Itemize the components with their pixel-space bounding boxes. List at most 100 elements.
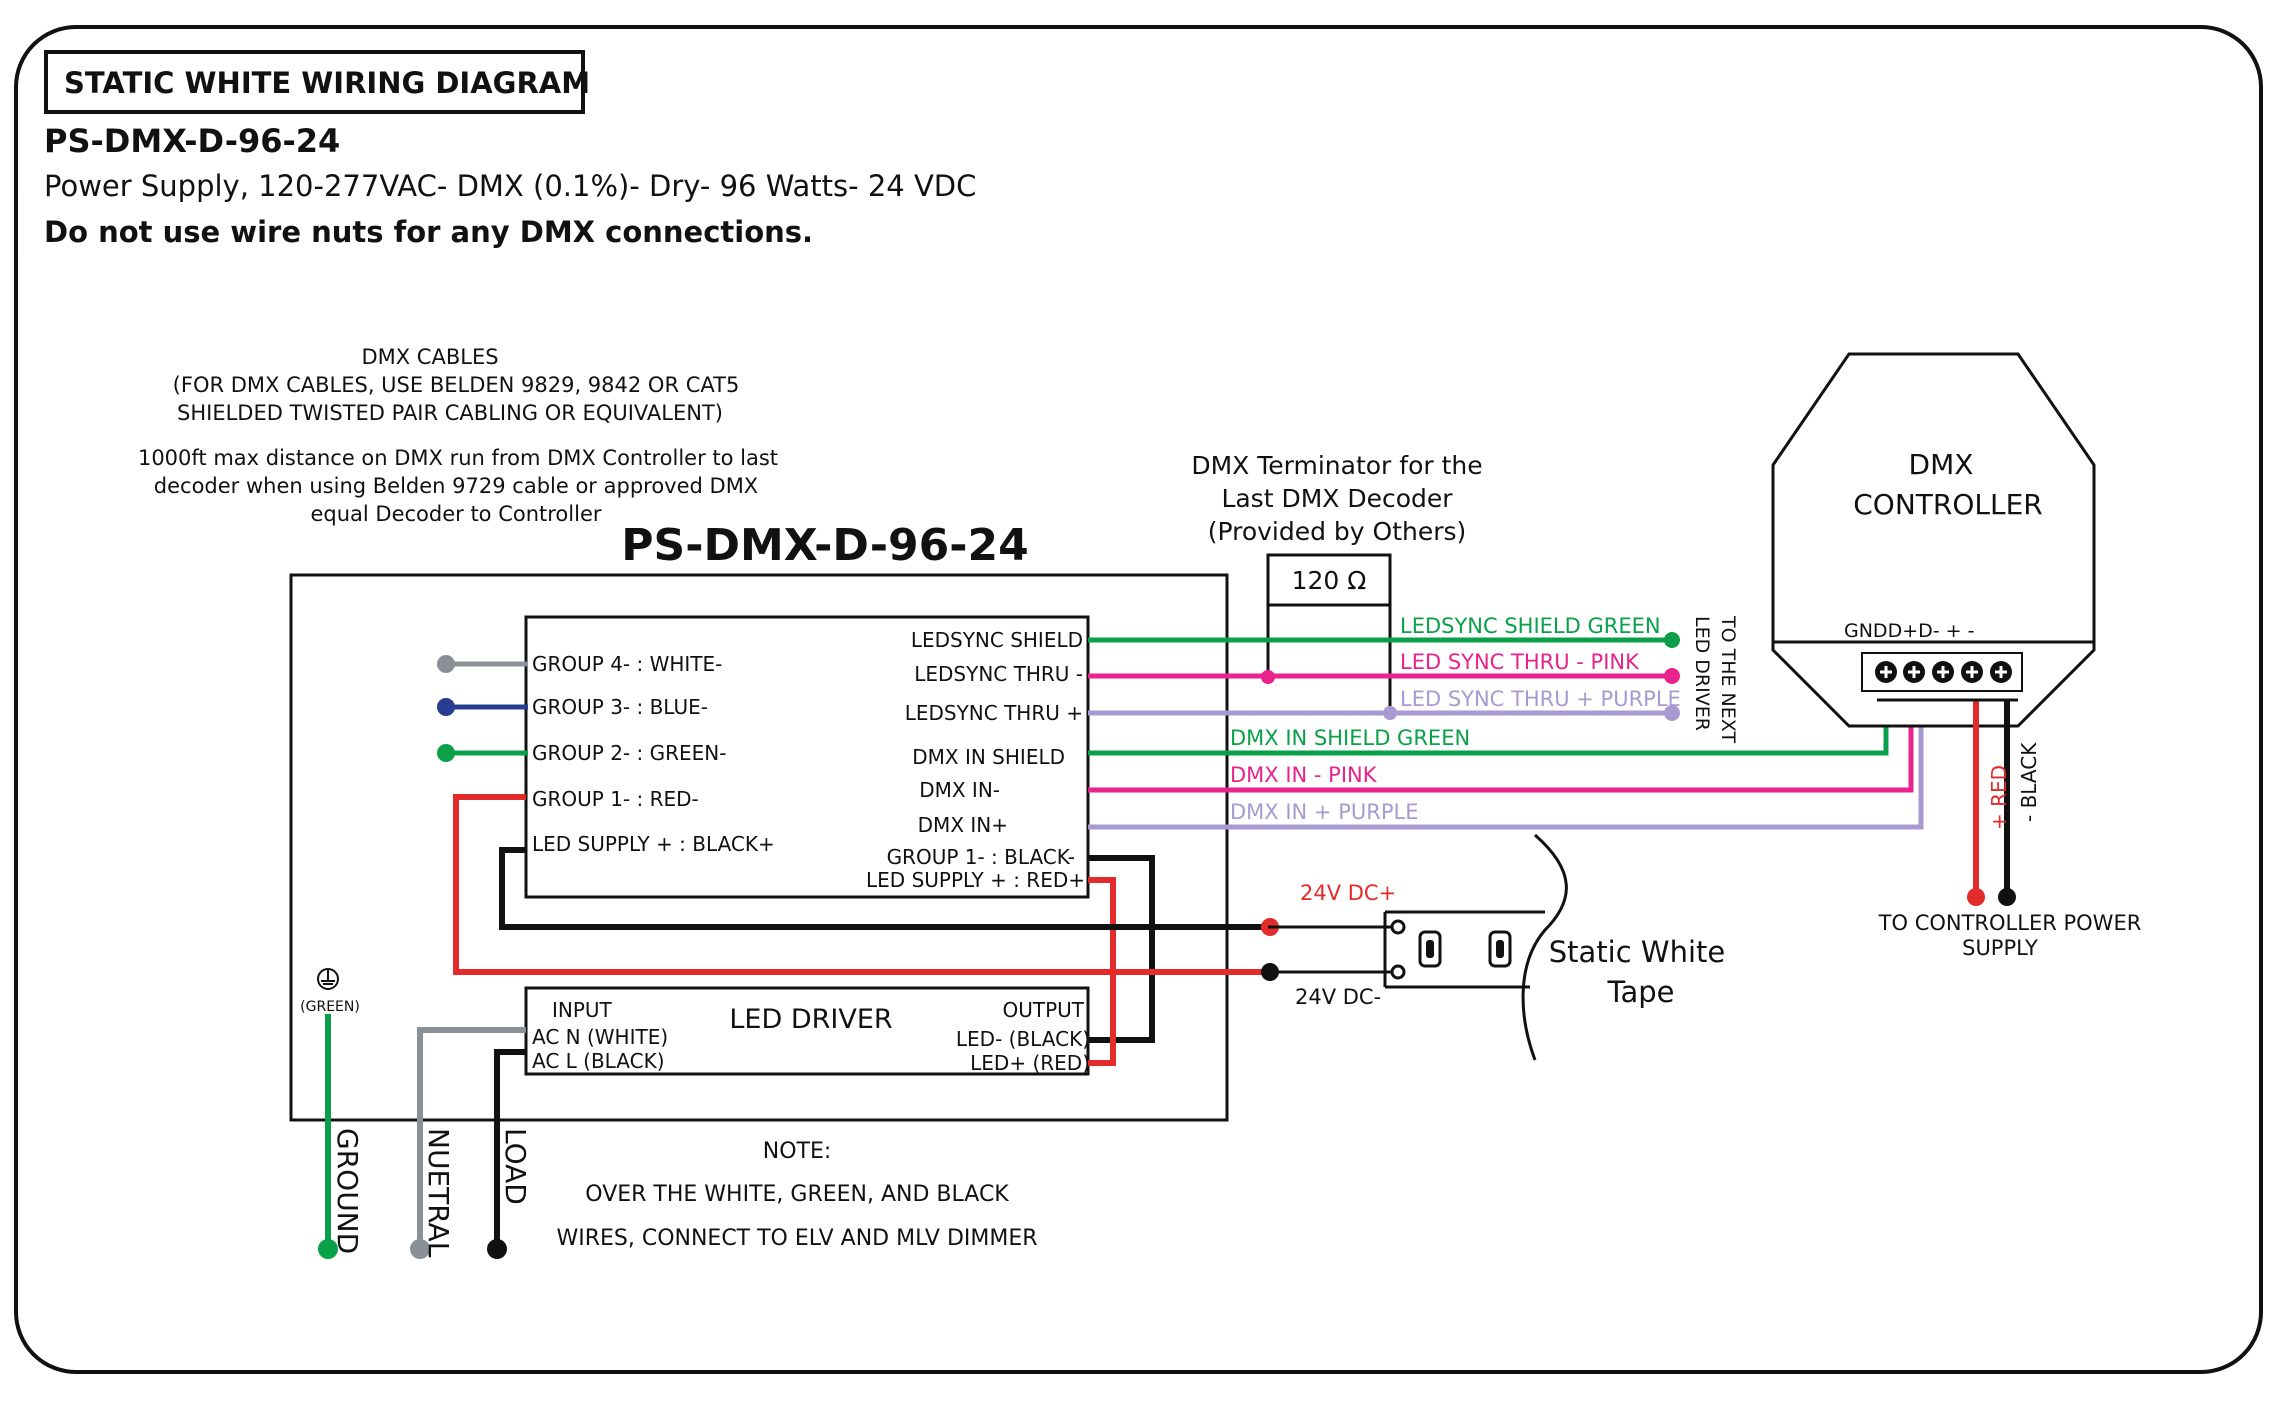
- resistor-value: 120 Ω: [1292, 566, 1367, 595]
- group1-red-wire: [453, 794, 1268, 975]
- terminal-label: LED SUPPLY + : BLACK+: [532, 832, 775, 856]
- terminal-label: GROUP 3- : BLUE-: [532, 695, 708, 719]
- tape-led-icon: [1488, 930, 1512, 968]
- next-driver-line: LED DRIVER: [1691, 616, 1713, 731]
- driver-labels: INPUT AC N (WHITE) AC L (BLACK) OUTPUT L…: [532, 998, 1090, 1075]
- black-minus-label: - BLACK: [2017, 742, 2041, 822]
- v-plus-label: 24V DC+: [1300, 881, 1396, 905]
- decoder-left-terminals: GROUP 4- : WHITE- GROUP 3- : BLUE- GROUP…: [532, 652, 775, 856]
- decoder-right-terminals: LEDSYNC SHIELD LEDSYNC THRU - LEDSYNC TH…: [866, 628, 1085, 892]
- terminal-label: GROUP 1- : BLACK-: [887, 845, 1075, 869]
- driver-ac-n: AC N (WHITE): [532, 1025, 668, 1049]
- resistor-box: [1266, 553, 1392, 607]
- device-title: PS-DMX-D-96-24: [621, 520, 1028, 571]
- cable-note-line: equal Decoder to Controller: [310, 502, 601, 526]
- v-minus-label: 24V DC-: [1295, 985, 1381, 1009]
- dmx-plus-wire: [1088, 700, 1924, 830]
- wire-end-dot: [318, 1239, 338, 1259]
- supply-black-wire: [499, 847, 1268, 930]
- tape-led-icon: [1426, 940, 1434, 958]
- tape-pad: [1390, 919, 1406, 935]
- tape-cut-line: [1521, 833, 1568, 1061]
- next-driver-line: TO THE NEXT: [1717, 615, 1739, 743]
- note-line: OVER THE WHITE, GREEN, AND BLACK: [585, 1182, 1009, 1207]
- dmx-controller: DMX CONTROLLER GNDD+D- + - + RED - BL: [1771, 352, 2142, 960]
- terminator-line: Last DMX Decoder: [1221, 484, 1453, 513]
- cable-note-line: SHIELDED TWISTED PAIR CABLING OR EQUIVAL…: [177, 401, 723, 425]
- dmx-terminator: DMX Terminator for the Last DMX Decoder …: [1191, 451, 1483, 712]
- driver-led-minus: LED- (BLACK): [956, 1027, 1090, 1051]
- note-line: NOTE:: [763, 1139, 832, 1164]
- wire-end-dot: [1967, 888, 1985, 906]
- terminal-label: LED SUPPLY + : RED+: [866, 868, 1085, 892]
- group-wires: [437, 655, 528, 762]
- wire-labels: LEDSYNC SHIELD GREEN LED SYNC THRU - PIN…: [1230, 614, 1681, 824]
- cable-note-line: DMX CABLES: [361, 345, 498, 369]
- driver-led-plus: LED+ (RED): [970, 1051, 1090, 1075]
- ledsync-shield-label: LEDSYNC SHIELD GREEN: [1400, 614, 1661, 638]
- wire-end-dot: [437, 655, 455, 673]
- dmx-minus-label: DMX IN - PINK: [1230, 763, 1378, 787]
- tape-led-icon: [1418, 930, 1442, 968]
- terminal-label: GROUP 4- : WHITE-: [532, 652, 722, 676]
- line-voltage-wires: (GREEN) GROUND NUETRAL LOAD: [300, 968, 532, 1259]
- driver-black-loop: [1088, 855, 1155, 1043]
- terminator-line: (Provided by Others): [1208, 517, 1467, 546]
- ground-icon: [317, 968, 339, 990]
- ledsync-minus-label: LED SYNC THRU - PINK: [1400, 650, 1640, 674]
- controller-label: CONTROLLER: [1853, 488, 2042, 521]
- wire-end-dot: [410, 1239, 430, 1259]
- wire-end-dot: [437, 698, 455, 716]
- diagram-title: STATIC WHITE WIRING DIAGRAM: [64, 66, 590, 100]
- tape-pad: [1390, 964, 1406, 980]
- terminator-line: DMX Terminator for the: [1191, 451, 1482, 480]
- note-line: WIRES, CONNECT TO ELV AND MLV DIMMER: [556, 1226, 1037, 1251]
- controller-power-label: TO CONTROLLER POWER: [1878, 911, 2142, 935]
- wire-end-dot: [1664, 705, 1680, 721]
- tape-led-icon: [1496, 940, 1504, 958]
- controller-terminal-labels: GNDD+D- + -: [1844, 620, 1974, 642]
- driver-ac-l: AC L (BLACK): [532, 1049, 665, 1073]
- decoder-box: [524, 615, 1090, 899]
- model-number: PS-DMX-D-96-24: [44, 122, 340, 160]
- cable-note-line: decoder when using Belden 9729 cable or …: [154, 474, 758, 498]
- ground-color-label: (GREEN): [300, 999, 360, 1015]
- ground-label: GROUND: [331, 1128, 364, 1254]
- driver-title: LED DRIVER: [729, 1004, 892, 1035]
- load-wire: [494, 1049, 526, 1247]
- dimmer-note: NOTE: OVER THE WHITE, GREEN, AND BLACK W…: [556, 1139, 1037, 1251]
- terminal-label: DMX IN+: [918, 813, 1008, 837]
- terminal-label: LEDSYNC THRU -: [914, 662, 1083, 686]
- dmx-shield-label: DMX IN SHIELD GREEN: [1230, 726, 1470, 750]
- terminal-label: DMX IN-: [919, 778, 1000, 802]
- driver-output-label: OUTPUT: [1002, 998, 1084, 1022]
- static-white-tape: Static White Tape: [1268, 833, 1725, 1061]
- controller-power-label: SUPPLY: [1962, 936, 2038, 960]
- wire-end-dot: [1664, 668, 1680, 684]
- red-plus-label: + RED: [1987, 765, 2011, 830]
- tape-edges: [1385, 910, 1545, 989]
- dmx-plus-label: DMX IN + PURPLE: [1230, 800, 1418, 824]
- wire-end-dot: [1664, 632, 1680, 648]
- dmx-minus-wire: [1088, 700, 1914, 793]
- cable-note-line: (FOR DMX CABLES, USE BELDEN 9829, 9842 O…: [173, 373, 740, 397]
- terminal-label: GROUP 2- : GREEN-: [532, 741, 726, 765]
- model-description: Power Supply, 120-277VAC- DMX (0.1%)- Dr…: [44, 169, 976, 203]
- tape-label: Tape: [1607, 975, 1675, 1009]
- device-enclosure: [289, 573, 1229, 1122]
- terminal-label: GROUP 1- : RED-: [532, 787, 699, 811]
- terminal-label: DMX IN SHIELD: [912, 745, 1065, 769]
- power-wires: 24V DC+ 24V DC-: [453, 794, 1396, 1066]
- controller-body: [1771, 352, 2096, 728]
- terminal-label: LEDSYNC SHIELD: [911, 628, 1083, 652]
- page-frame: [14, 25, 2263, 1374]
- cable-note-line: 1000ft max distance on DMX run from DMX …: [138, 446, 778, 470]
- terminator-junction: [1261, 670, 1275, 684]
- wire-end-dot: [1998, 888, 2016, 906]
- terminal-label: LEDSYNC THRU +: [905, 701, 1083, 725]
- ledsync-plus-label: LED SYNC THRU + PURPLE: [1400, 687, 1681, 711]
- warning-text: Do not use wire nuts for any DMX connect…: [44, 215, 813, 249]
- wire-end-dot: [487, 1239, 507, 1259]
- controller-screws: [1875, 661, 2012, 683]
